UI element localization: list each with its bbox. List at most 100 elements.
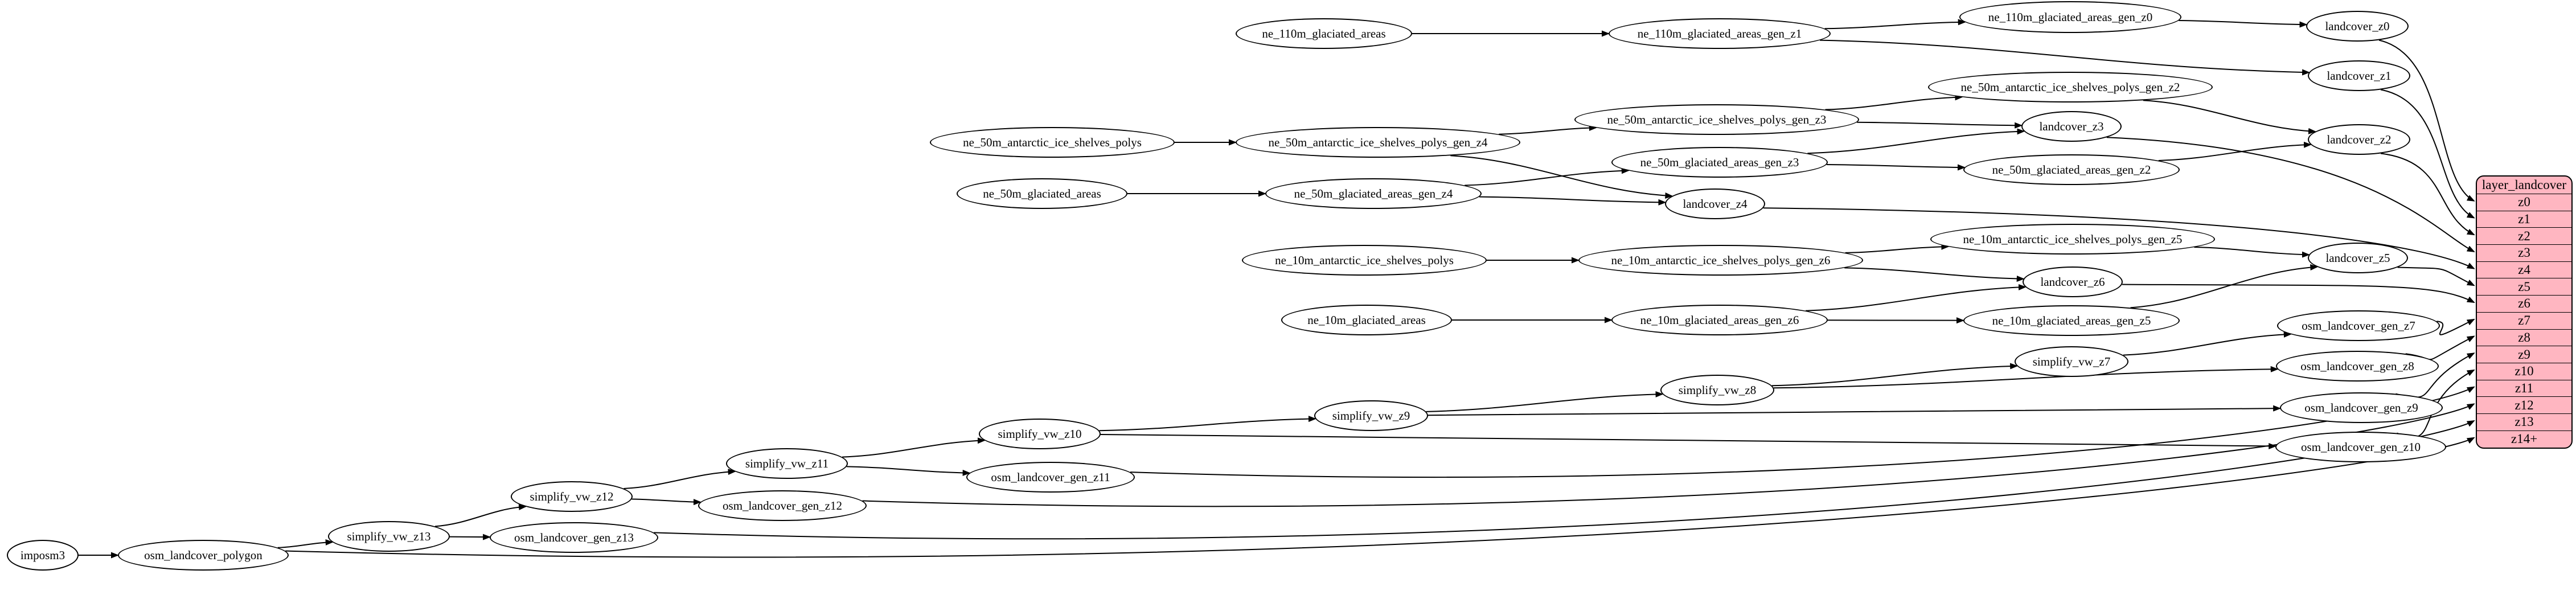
edge-simplify_vw_z13-to-simplify_vw_z12 — [434, 503, 527, 527]
table-row-z7: z7 — [2477, 311, 2571, 329]
node-label: osm_landcover_gen_z12 — [723, 498, 842, 512]
node-label: simplify_vw_z10 — [998, 427, 1082, 441]
edge-landcover_z4-to-layer-z4 — [1763, 207, 2475, 269]
edge-ne_10m_antarctic_ice_shelves_polys_gen_z5-to-landcover_z5 — [2194, 247, 2310, 258]
edge-simplify_vw_z10-to-simplify_vw_z9 — [1099, 416, 1317, 432]
node-simplify_vw_z10: simplify_vw_z10 — [979, 419, 1101, 449]
node-label: osm_landcover_gen_z13 — [514, 530, 634, 544]
node-label: ne_50m_antarctic_ice_shelves_polys_gen_z… — [1268, 135, 1488, 149]
edge-ne_50m_glaciated_areas_gen_z4-to-ne_50m_glaciated_areas_gen_z3 — [1465, 167, 1630, 186]
edge-landcover_z1-to-layer-z1 — [2380, 89, 2475, 219]
table-row-z9: z9 — [2477, 346, 2571, 363]
node-landcover_z1: landcover_z1 — [2308, 60, 2410, 91]
table-row-z10: z10 — [2477, 362, 2571, 380]
node-osm_landcover_gen_z10: osm_landcover_gen_z10 — [2275, 432, 2446, 462]
table-row-z2: z2 — [2477, 227, 2571, 244]
edge-landcover_z5-to-layer-z5 — [2397, 266, 2475, 286]
node-label: simplify_vw_z8 — [1678, 383, 1757, 397]
edge-landcover_z3-to-layer-z3 — [2106, 137, 2475, 252]
node-label: osm_landcover_gen_z11 — [991, 470, 1110, 484]
table-header: layer_landcover — [2481, 178, 2567, 192]
edge-ne_50m_antarctic_ice_shelves_polys_gen_z3-to-ne_50m_antarctic_ice_shelves_polys_gen_z2 — [1825, 94, 1963, 110]
node-simplify_vw_z8: simplify_vw_z8 — [1660, 375, 1774, 405]
node-label: simplify_vw_z13 — [347, 529, 431, 543]
table-row-z0: z0 — [2477, 194, 2571, 211]
node-label: landcover_z6 — [2040, 274, 2105, 289]
node-label: imposm3 — [20, 548, 65, 562]
edge-simplify_vw_z9-to-osm_landcover_gen_z9 — [1428, 405, 2282, 416]
node-label: osm_landcover_gen_z8 — [2300, 359, 2414, 373]
node-label: osm_landcover_gen_z10 — [2301, 440, 2421, 454]
node-label: simplify_vw_z7 — [2032, 354, 2111, 368]
node-label: landcover_z1 — [2327, 68, 2392, 83]
node-ne_50m_antarctic_ice_shelves_polys: ne_50m_antarctic_ice_shelves_polys — [930, 127, 1175, 158]
node-osm_landcover_polygon: osm_landcover_polygon — [118, 540, 289, 571]
node-osm_landcover_gen_z9: osm_landcover_gen_z9 — [2280, 392, 2443, 423]
node-label: osm_landcover_gen_z9 — [2304, 400, 2418, 415]
table-row-z13: z13 — [2477, 413, 2571, 430]
node-label: ne_50m_glaciated_areas — [983, 186, 1101, 200]
table-row-z8: z8 — [2477, 329, 2571, 346]
edge-simplify_vw_z8-to-simplify_vw_z7 — [1771, 363, 2019, 387]
table-row-z12: z12 — [2477, 396, 2571, 413]
edge-ne_50m_glaciated_areas_gen_z4-to-landcover_z4 — [1479, 196, 1667, 206]
node-ne_10m_antarctic_ice_shelves_polys: ne_10m_antarctic_ice_shelves_polys — [1242, 245, 1487, 276]
edge-osm_landcover_gen_z7-to-layer-z7 — [2436, 318, 2475, 335]
node-landcover_z4: landcover_z4 — [1665, 188, 1765, 219]
node-label: landcover_z4 — [1683, 196, 1748, 211]
node-label: ne_10m_glaciated_areas_gen_z6 — [1640, 313, 1799, 327]
node-landcover_z0: landcover_z0 — [2306, 11, 2409, 42]
node-ne_50m_glaciated_areas_gen_z2: ne_50m_glaciated_areas_gen_z2 — [1963, 154, 2180, 185]
node-label: ne_10m_glaciated_areas — [1307, 313, 1426, 327]
node-osm_landcover_gen_z12: osm_landcover_gen_z12 — [698, 490, 867, 521]
node-ne_110m_glaciated_areas_gen_z1: ne_110m_glaciated_areas_gen_z1 — [1609, 18, 1831, 49]
node-label: simplify_vw_z12 — [530, 489, 614, 503]
node-ne_50m_antarctic_ice_shelves_polys_gen_z4: ne_50m_antarctic_ice_shelves_polys_gen_z… — [1236, 127, 1520, 158]
node-ne_110m_glaciated_areas: ne_110m_glaciated_areas — [1236, 18, 1412, 49]
table-row-z1: z1 — [2477, 210, 2571, 228]
edge-ne_10m_antarctic_ice_shelves_polys_gen_z6-to-landcover_z6 — [1844, 267, 2025, 282]
edge-landcover_z0-to-layer-z0 — [2378, 39, 2475, 202]
node-landcover_z3: landcover_z3 — [2021, 111, 2122, 142]
edge-simplify_vw_z8-to-osm_landcover_gen_z8 — [1774, 366, 2279, 389]
edge-ne_10m_glaciated_areas_gen_z6-to-landcover_z6 — [1806, 284, 2027, 311]
edge-ne_110m_glaciated_areas_gen_z1-to-ne_110m_glaciated_areas_gen_z0 — [1824, 19, 1966, 30]
node-landcover_z5: landcover_z5 — [2308, 243, 2408, 273]
node-label: landcover_z5 — [2325, 251, 2390, 265]
edge-osm_landcover_polygon-to-simplify_vw_z13 — [277, 539, 334, 548]
edge-simplify_vw_z11-to-osm_landcover_gen_z11 — [846, 466, 971, 476]
node-label: osm_landcover_polygon — [144, 548, 262, 562]
edge-simplify_vw_z10-to-osm_landcover_gen_z10 — [1100, 434, 2277, 449]
node-label: ne_50m_glaciated_areas_gen_z2 — [1992, 162, 2151, 177]
table-row-z4: z4 — [2477, 261, 2571, 278]
node-simplify_vw_z13: simplify_vw_z13 — [328, 521, 450, 552]
node-label: ne_10m_glaciated_areas_gen_z5 — [1992, 313, 2151, 327]
node-ne_10m_glaciated_areas_gen_z5: ne_10m_glaciated_areas_gen_z5 — [1963, 305, 2180, 336]
node-ne_50m_antarctic_ice_shelves_polys_gen_z2: ne_50m_antarctic_ice_shelves_polys_gen_z… — [1928, 72, 2213, 102]
edge-simplify_vw_z12-to-osm_landcover_gen_z12 — [631, 498, 702, 506]
edge-ne_50m_antarctic_ice_shelves_polys_gen_z4-to-ne_50m_antarctic_ice_shelves_polys_gen_z3 — [1499, 125, 1597, 135]
edge-ne_50m_antarctic_ice_shelves_polys_gen_z4-to-landcover_z4 — [1450, 155, 1673, 199]
node-label: ne_10m_antarctic_ice_shelves_polys_gen_z… — [1963, 232, 2183, 246]
node-label: osm_landcover_gen_z7 — [2302, 318, 2415, 333]
node-ne_50m_glaciated_areas_gen_z3: ne_50m_glaciated_areas_gen_z3 — [1611, 147, 1828, 178]
node-ne_50m_glaciated_areas_gen_z4: ne_50m_glaciated_areas_gen_z4 — [1265, 178, 1482, 209]
node-label: ne_50m_antarctic_ice_shelves_polys_gen_z… — [1607, 112, 1827, 126]
node-label: ne_110m_glaciated_areas_gen_z1 — [1637, 26, 1802, 40]
node-label: simplify_vw_z11 — [745, 456, 829, 470]
node-ne_10m_antarctic_ice_shelves_polys_gen_z5: ne_10m_antarctic_ice_shelves_polys_gen_z… — [1930, 224, 2215, 255]
node-osm_landcover_gen_z7: osm_landcover_gen_z7 — [2277, 310, 2440, 341]
node-label: ne_50m_glaciated_areas_gen_z3 — [1640, 155, 1799, 169]
node-ne_10m_antarctic_ice_shelves_polys_gen_z6: ne_10m_antarctic_ice_shelves_polys_gen_z… — [1578, 245, 1863, 276]
edge-ne_50m_glaciated_areas_gen_z2-to-landcover_z2 — [2158, 141, 2312, 161]
edge-simplify_vw_z11-to-simplify_vw_z10 — [842, 437, 986, 458]
edge-ne_110m_glaciated_areas_gen_z0-to-landcover_z0 — [2179, 20, 2308, 28]
edge-landcover_z2-to-layer-z2 — [2380, 153, 2475, 236]
node-label: ne_10m_antarctic_ice_shelves_polys_gen_z… — [1611, 253, 1831, 267]
node-label: ne_110m_glaciated_areas — [1262, 26, 1386, 40]
edge-simplify_vw_z12-to-simplify_vw_z11 — [624, 469, 736, 489]
node-label: landcover_z2 — [2327, 132, 2392, 146]
